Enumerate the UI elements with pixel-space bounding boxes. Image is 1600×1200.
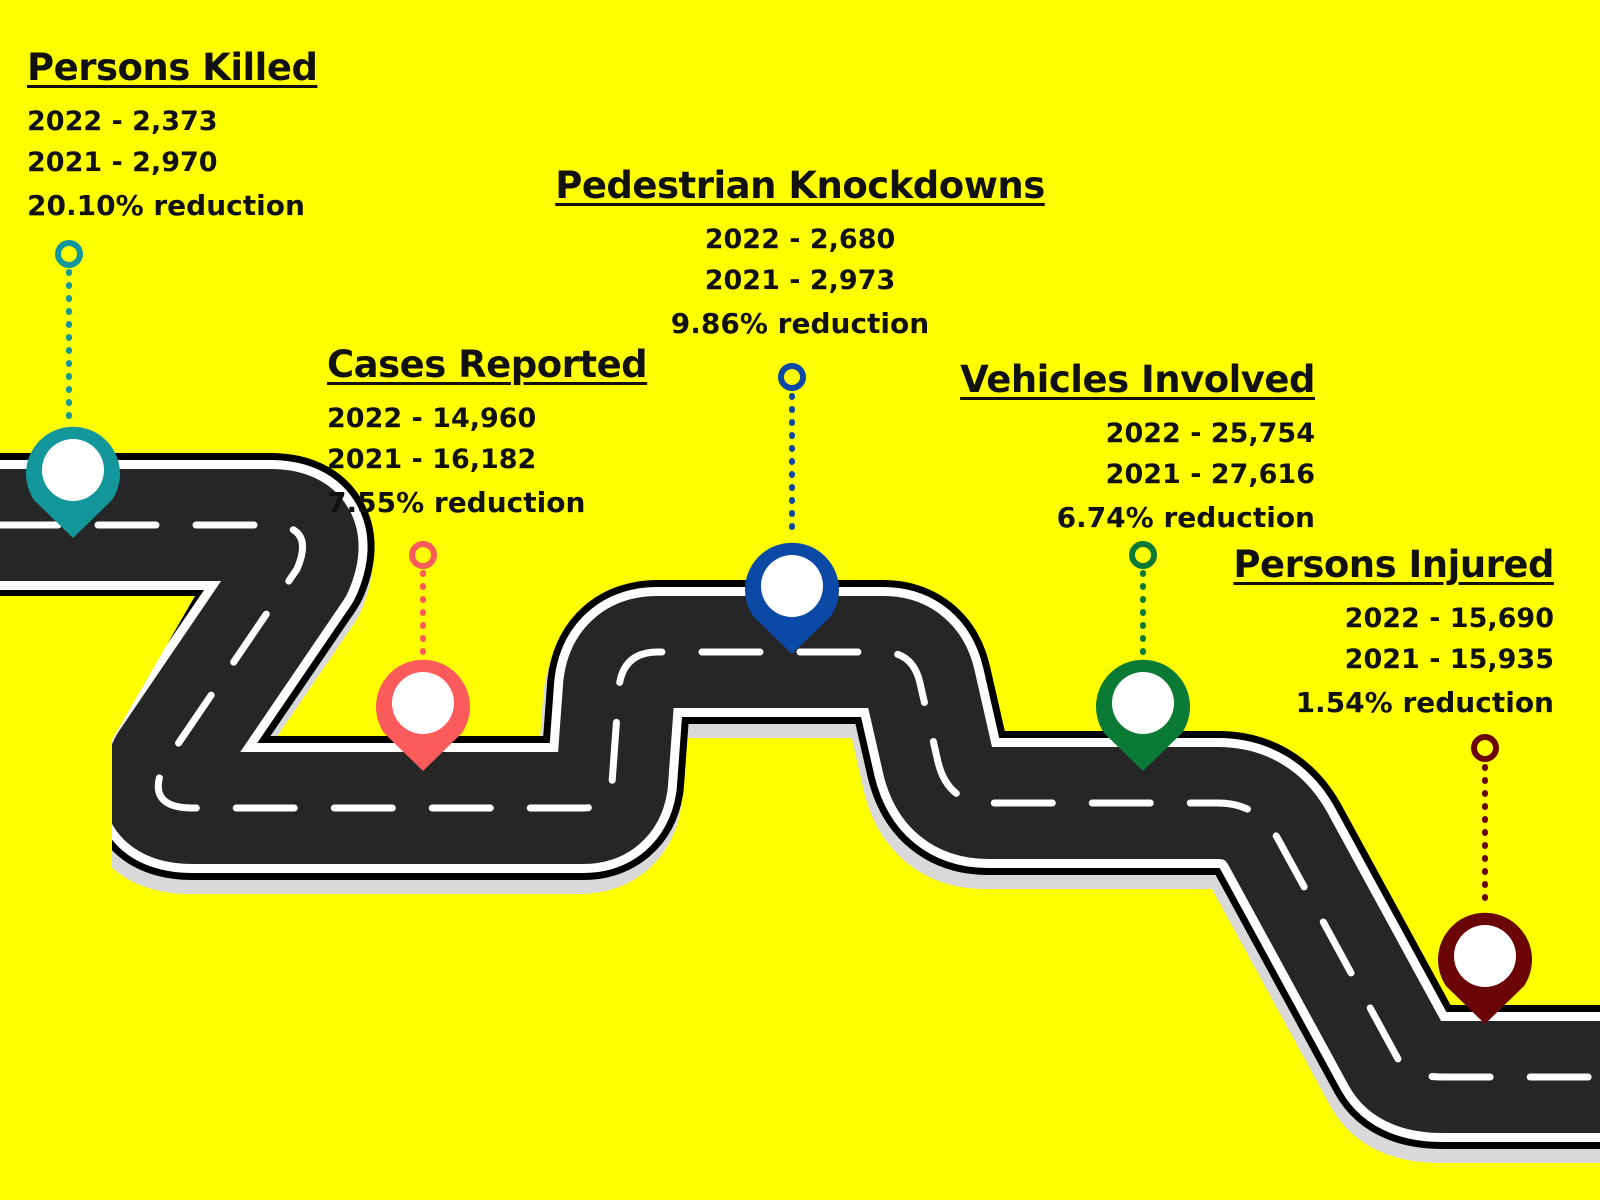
marker-cases-reported-ring <box>409 541 437 569</box>
road-cutout-left <box>0 596 195 1200</box>
marker-persons-injured-center <box>1454 925 1516 987</box>
stat-2021-value: 2021 - 2,973 <box>704 264 896 296</box>
stat-title: Vehicles Involved <box>960 358 1315 401</box>
stat-2022-value: 2022 - 25,754 <box>1105 417 1315 449</box>
stat-2022-value: 2022 - 2,680 <box>704 223 896 255</box>
stat-title: Persons Killed <box>27 46 318 89</box>
stat-2021-value: 2021 - 2,970 <box>27 146 218 178</box>
stat-title: Persons Injured <box>1233 543 1554 586</box>
marker-persons-killed <box>26 240 120 538</box>
stat-pedestrian-knockdowns: Pedestrian Knockdowns 2022 - 2,680 2021 … <box>530 164 1070 344</box>
stat-2022-value: 2022 - 2,373 <box>27 105 218 137</box>
stat-reduction: 9.86% reduction <box>670 306 930 340</box>
stat-reduction: 6.74% reduction <box>1056 500 1315 534</box>
stat-2022-value: 2022 - 15,690 <box>1344 602 1554 634</box>
stat-2021-value: 2021 - 27,616 <box>1105 458 1315 490</box>
stat-reduction: 20.10% reduction <box>27 188 305 222</box>
marker-persons-injured <box>1438 734 1533 1024</box>
marker-pedestrian-knockdowns-ring <box>778 363 806 391</box>
marker-persons-killed-ring <box>55 240 83 268</box>
stat-persons-killed: Persons Killed 2022 - 2,373 2021 - 2,970… <box>27 46 318 226</box>
marker-cases-reported <box>376 541 470 771</box>
road-center-dashes <box>0 521 1600 1081</box>
stat-vehicles-involved: Vehicles Involved 2022 - 25,754 2021 - 2… <box>960 358 1315 538</box>
marker-persons-injured-ring <box>1471 734 1499 762</box>
stat-reduction: 1.54% reduction <box>1295 685 1554 719</box>
marker-vehicles-involved-ring <box>1129 541 1157 569</box>
stat-cases-reported: Cases Reported 2022 - 14,960 2021 - 16,1… <box>327 343 648 523</box>
stat-2021-value: 2021 - 15,935 <box>1344 643 1554 675</box>
stat-title: Pedestrian Knockdowns <box>555 164 1045 207</box>
marker-vehicles-involved-center <box>1112 672 1174 734</box>
stat-reduction: 7.55% reduction <box>327 485 586 519</box>
marker-pedestrian-knockdowns <box>744 363 839 654</box>
marker-vehicles-involved <box>1096 541 1190 771</box>
stat-title: Cases Reported <box>327 343 648 386</box>
marker-pedestrian-knockdowns-center <box>761 555 823 617</box>
stat-persons-injured: Persons Injured 2022 - 15,690 2021 - 15,… <box>1233 543 1554 723</box>
stat-2021-value: 2021 - 16,182 <box>327 443 537 475</box>
marker-cases-reported-center <box>392 672 454 734</box>
marker-persons-killed-center <box>42 439 104 501</box>
stat-2022-value: 2022 - 14,960 <box>327 402 537 434</box>
